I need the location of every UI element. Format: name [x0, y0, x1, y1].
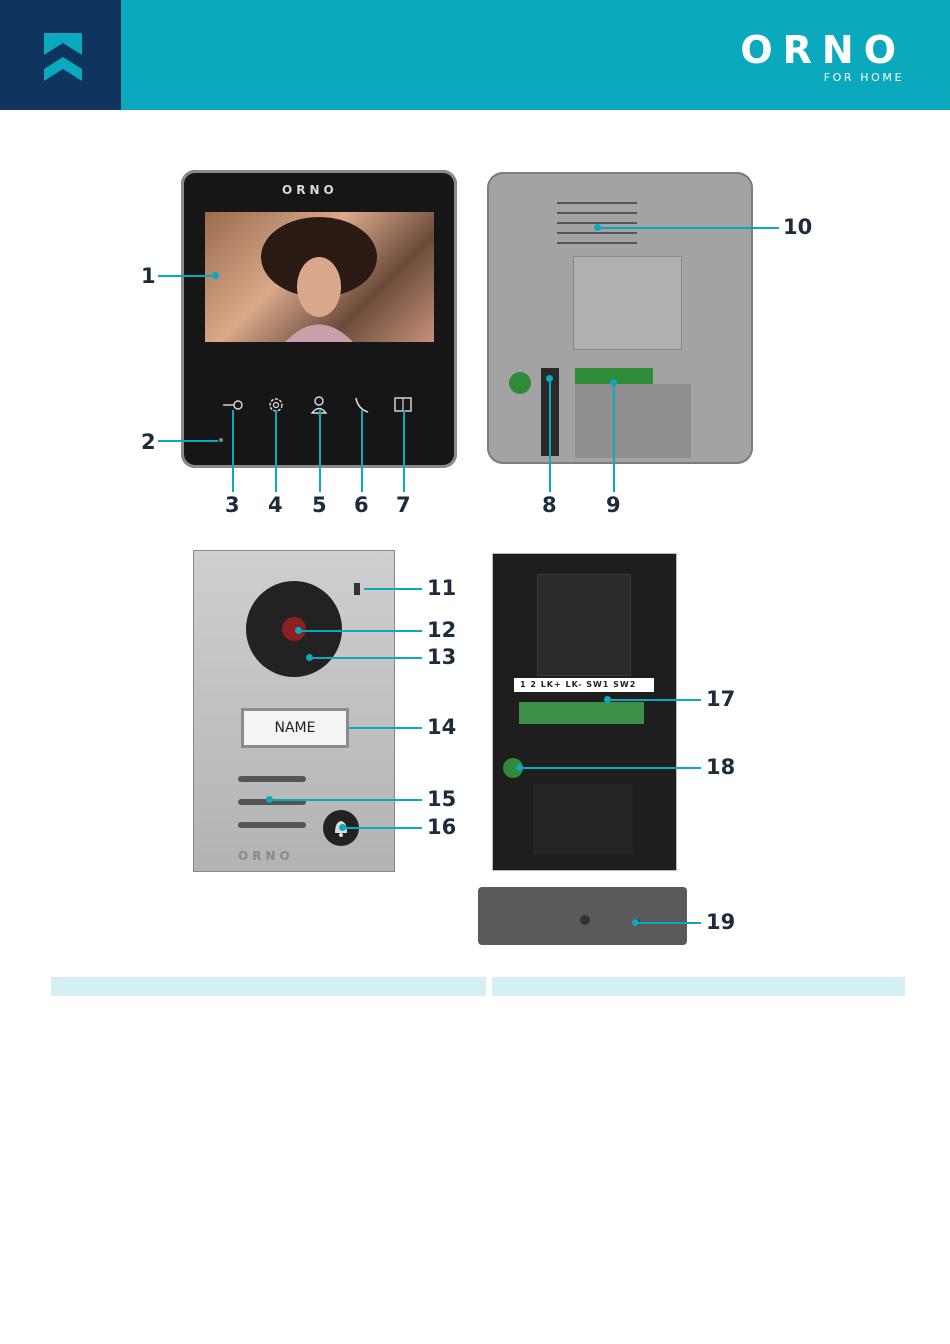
callout-13: 13: [427, 647, 456, 668]
leader-4: [275, 410, 277, 492]
leader-19: [635, 922, 701, 924]
leader-5: [319, 410, 321, 492]
leader-6: [361, 410, 363, 492]
brand-tagline: FOR HOME: [824, 71, 904, 84]
leader-9: [613, 382, 615, 492]
chevron-up-logo-icon: [44, 33, 82, 81]
screw-hole: [580, 915, 590, 925]
outdoor-brand: ORNO: [238, 849, 294, 863]
callout-19: 19: [706, 912, 735, 933]
leader-3: [232, 410, 234, 492]
outdoor-unit-back-image: [492, 553, 677, 871]
speaker-slots: [238, 776, 306, 782]
leader-1: [158, 275, 215, 277]
brand-logo: ORNO: [740, 28, 906, 72]
camera-lens: [282, 617, 306, 641]
terminal-block-outdoor: [519, 702, 644, 724]
leader-10: [597, 227, 779, 229]
back-housing: [537, 574, 631, 676]
callout-7: 7: [396, 495, 411, 516]
callout-3: 3: [225, 495, 240, 516]
leader-18: [519, 767, 701, 769]
callout-5: 5: [312, 495, 327, 516]
leader-15: [269, 799, 422, 801]
leader-7: [403, 410, 405, 492]
callout-11: 11: [427, 578, 456, 599]
leader-12: [298, 630, 422, 632]
back-recess: [575, 384, 691, 458]
table-header-right: [492, 977, 905, 996]
callout-2: 2: [141, 432, 156, 453]
callout-1: 1: [141, 266, 156, 287]
person-photo: [205, 212, 434, 342]
leader-dot: [546, 375, 553, 382]
leader-dot: [610, 379, 617, 386]
leader-13: [309, 657, 422, 659]
table-header-left: [51, 977, 486, 996]
leader-8: [549, 378, 551, 492]
monitor-screen: [205, 212, 434, 342]
callout-14: 14: [427, 717, 456, 738]
callout-8: 8: [542, 495, 557, 516]
callout-17: 17: [706, 689, 735, 710]
callout-15: 15: [427, 789, 456, 810]
callout-9: 9: [606, 495, 621, 516]
speaker-grille: [557, 202, 637, 204]
callout-6: 6: [354, 495, 369, 516]
leader-11: [364, 588, 422, 590]
lower-housing: [533, 784, 633, 854]
callout-10: 10: [783, 217, 812, 238]
terminal-labels: 1 2 LK+ LK- SW1 SW2: [520, 680, 636, 689]
callout-4: 4: [268, 495, 283, 516]
leader-14: [349, 727, 422, 729]
leader-16: [342, 827, 422, 829]
leader-dot: [212, 272, 219, 279]
microphone: [354, 583, 360, 595]
sticker: [509, 372, 531, 394]
leader-2: [158, 440, 218, 442]
callout-16: 16: [427, 817, 456, 838]
monitor-back-image: [487, 172, 753, 464]
name-plate: NAME: [241, 708, 349, 748]
callout-12: 12: [427, 620, 456, 641]
callout-18: 18: [706, 757, 735, 778]
outdoor-unit-side-image: [478, 887, 687, 945]
header-corner: [0, 0, 121, 110]
monitor-brand: ORNO: [282, 183, 338, 197]
leader-17: [607, 699, 701, 701]
back-panel-cover: [573, 256, 682, 350]
microphone-hole: [219, 438, 223, 442]
